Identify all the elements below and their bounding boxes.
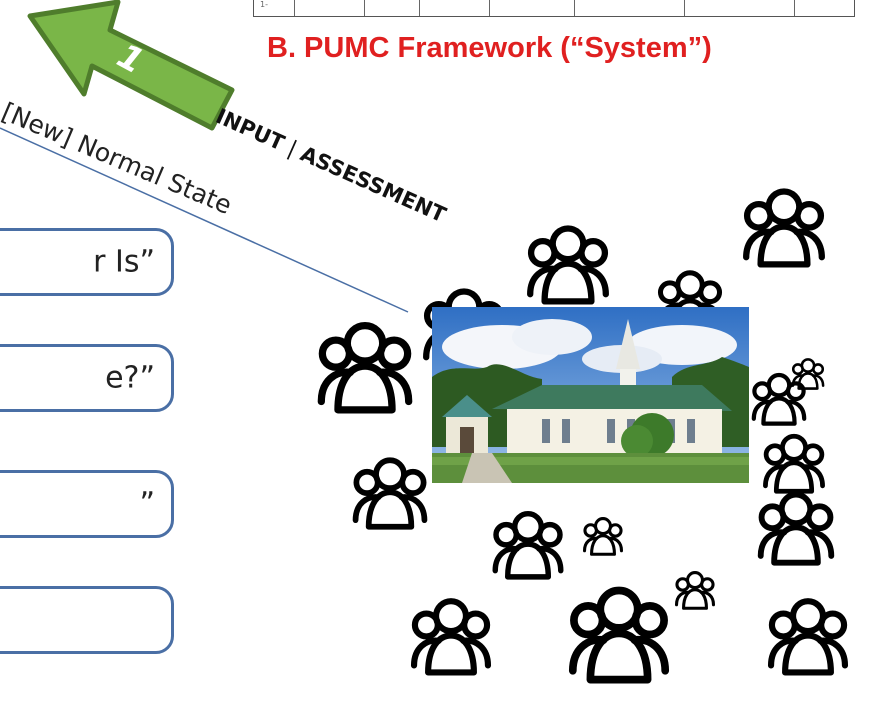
people-group-icon xyxy=(791,358,825,390)
people-group-icon xyxy=(744,482,848,566)
grid-line xyxy=(574,0,575,16)
step-box-text: ” xyxy=(139,486,155,522)
people-group-icon xyxy=(728,178,840,268)
green-arrow-icon: 1 xyxy=(27,0,235,131)
people-group-icon xyxy=(754,588,862,676)
separator-label: | xyxy=(284,136,301,161)
step-box-text: r Is” xyxy=(93,244,155,280)
grid-line xyxy=(364,0,365,16)
top-grid-fragment: 1- xyxy=(253,0,855,17)
grid-line xyxy=(489,0,490,16)
grid-line xyxy=(419,0,420,16)
grid-mark: 1- xyxy=(260,0,268,9)
step-box-3: ” xyxy=(0,470,174,538)
people-group-icon xyxy=(554,574,684,684)
people-group-icon xyxy=(396,588,506,676)
page-title: B. PUMC Framework (“System”) xyxy=(267,32,712,64)
step-box-2: e?” xyxy=(0,344,174,412)
grid-line xyxy=(684,0,685,16)
step-box-4 xyxy=(0,586,174,654)
people-group-icon xyxy=(512,215,624,305)
church-photo xyxy=(432,307,749,483)
grid-line xyxy=(794,0,795,16)
people-group-icon xyxy=(340,448,440,530)
step-box-text: e?” xyxy=(105,360,155,396)
step-box-1: r Is” xyxy=(0,228,174,296)
people-group-icon xyxy=(300,310,430,414)
people-group-icon xyxy=(480,502,576,580)
grid-line xyxy=(294,0,295,16)
people-group-icon xyxy=(582,517,624,556)
